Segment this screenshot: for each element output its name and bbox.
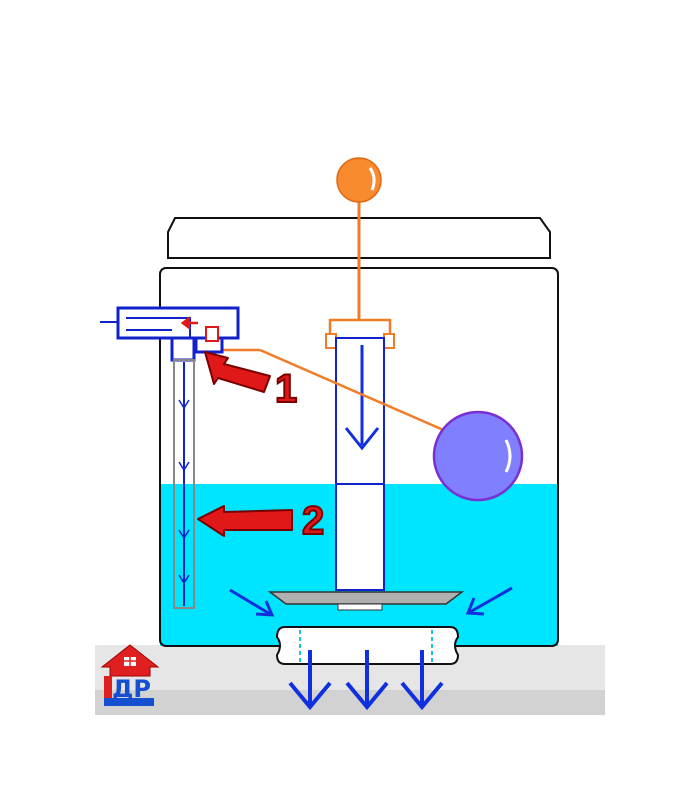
logo: ДР <box>100 644 160 706</box>
diagonal-arrow-head-left <box>255 600 275 617</box>
drain-outlet <box>275 626 460 665</box>
arrow-down-icon <box>288 681 332 711</box>
lever-arm <box>259 348 449 434</box>
valve-seal <box>337 603 383 611</box>
logo-left-bar <box>104 676 112 706</box>
arrow-down-icon <box>178 529 190 540</box>
float-ball-highlight <box>504 439 512 473</box>
bracket-clip-left <box>325 333 337 349</box>
diagonal-arrow-icon <box>229 588 271 616</box>
arrow-down-icon <box>400 681 444 711</box>
push-button-highlight <box>368 167 376 191</box>
bracket-clip-right <box>383 333 395 349</box>
diagonal-arrow-head-right <box>465 597 485 616</box>
inlet-valve-body <box>116 306 240 340</box>
valve-piston <box>205 326 219 342</box>
overflow-tube-lower <box>335 483 385 591</box>
callout-1-label: 1 <box>275 367 297 411</box>
logo-base-bar <box>104 698 154 706</box>
flush-valve-plate <box>267 591 465 605</box>
arrow-down-icon <box>344 427 380 451</box>
arrow-down-icon <box>178 461 190 472</box>
arrow-down-icon <box>345 681 389 711</box>
outflow-arrows <box>288 650 444 711</box>
diagonal-arrow-icon <box>469 586 513 614</box>
red-pointer-arrow-icon <box>197 505 293 537</box>
callout-2-label: 2 <box>302 499 324 543</box>
arrow-down-icon <box>178 399 190 410</box>
logo-text: ДР <box>112 675 151 703</box>
valve-outlet-block <box>170 336 196 362</box>
float-ball <box>432 410 524 502</box>
red-pointer-arrow-icon <box>180 316 191 330</box>
red-pointer-arrow-icon <box>204 351 271 393</box>
arrow-down-icon <box>178 574 190 585</box>
floor-shadow <box>95 690 605 715</box>
rod-bracket <box>328 318 392 335</box>
fill-tube-outer <box>173 359 195 609</box>
fill-tube-flow-marks <box>178 399 190 585</box>
